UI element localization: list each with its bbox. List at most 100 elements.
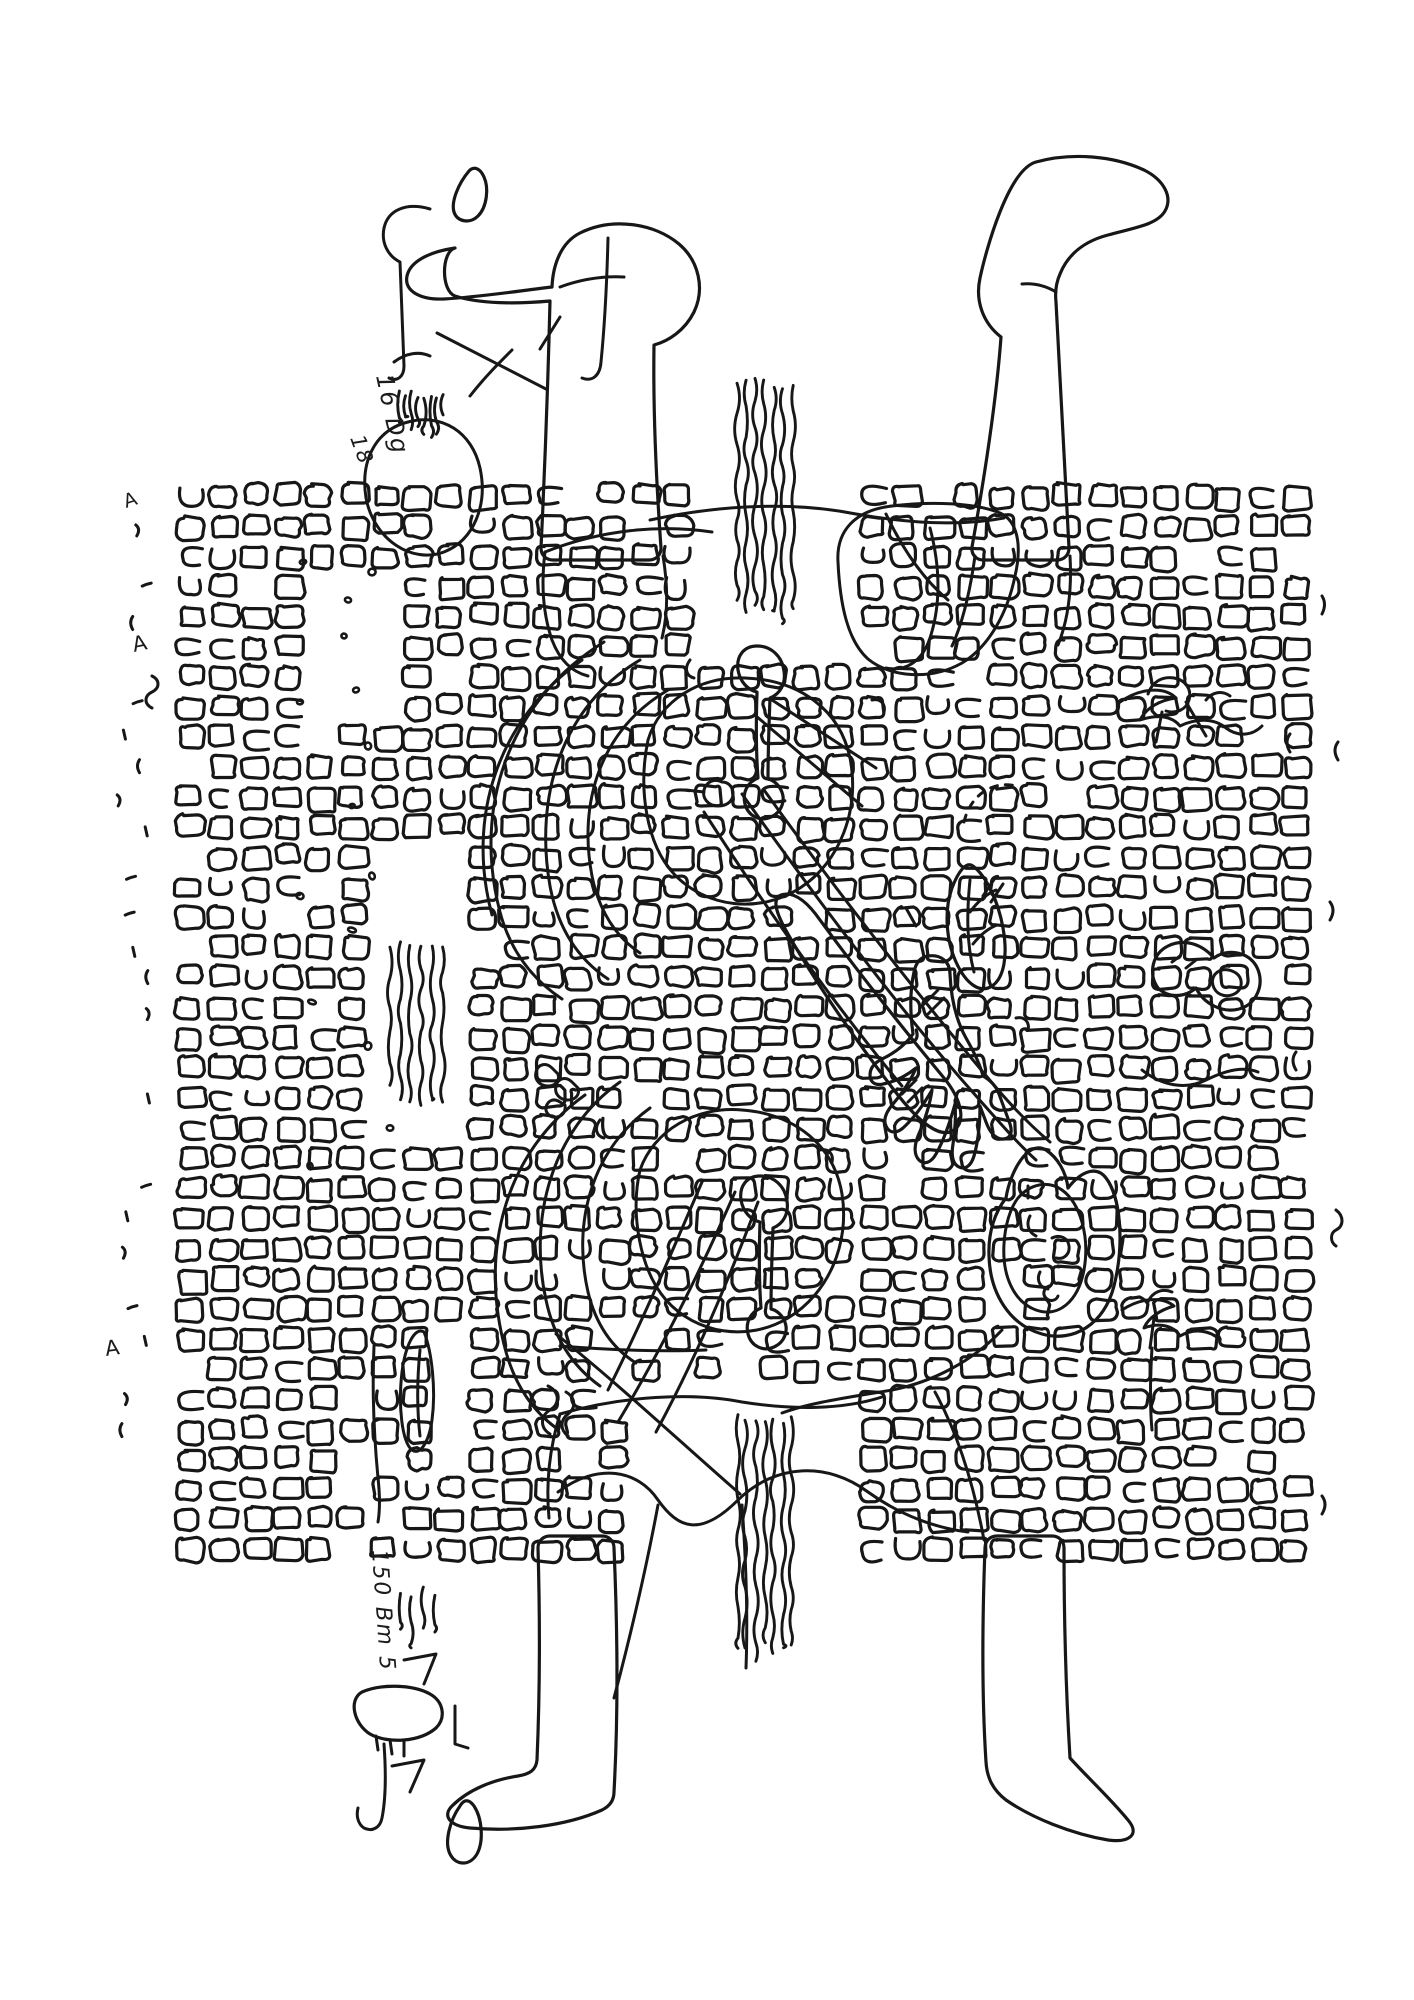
grid-cell [205,1355,237,1382]
grid-cell [240,1414,268,1439]
grid-cell [466,1268,498,1296]
grid-cell [174,514,206,543]
grid-cell [860,847,890,868]
grid-cell [1022,571,1055,598]
grid-cell [1118,812,1147,840]
grid-cell [1149,993,1181,1019]
grid-cell [206,815,234,841]
grid-cell [176,1327,206,1353]
grid-cell [1281,906,1313,934]
grid-cell [1181,1237,1209,1263]
grid-cell [1085,632,1119,655]
grid-cell [1117,1509,1148,1535]
grid-cell [923,728,952,750]
grid-cell [174,1535,206,1565]
grid-cell [1088,875,1118,898]
grid-cell [954,1025,981,1052]
heart-partial-cells [1026,1184,1071,1302]
grid-cell [828,694,855,720]
grid-cell [177,1054,206,1079]
teardrop-toe-top [451,166,489,223]
long-blade-2 [762,788,1052,1144]
grid-cell [1153,515,1182,538]
grid-cell [337,1294,364,1318]
grid-cell [1089,1328,1118,1355]
grid-cell [957,725,986,751]
grid-cell [1180,1476,1211,1502]
grid-cell [1215,635,1247,662]
long-blade-3 [702,810,904,1088]
grid-cell [1249,1264,1279,1292]
grid-cell [1150,1144,1181,1173]
grid-cell [1151,753,1180,780]
grid-cell [924,1324,954,1350]
grid-cell [1152,1505,1181,1529]
grid-cell [1119,512,1148,540]
grid-cell [955,967,987,994]
grid-cell [726,725,758,754]
grid-cell [276,1294,309,1324]
grid-cell [238,1116,268,1143]
grid-cell [763,1297,793,1320]
grid-cell [1118,635,1148,660]
bead-chain-1 [554,1332,742,1496]
scatter-dot [306,998,318,1006]
grid-cell [1246,872,1278,898]
grid-cell [1085,903,1114,927]
grid-cell [468,1027,499,1052]
hip-contour-1 [558,1395,884,1416]
grid-cell [662,993,692,1019]
grid-cell [241,845,273,872]
grid-cell [1019,1390,1049,1411]
grid-cell [531,1328,563,1354]
grid-cell [599,994,631,1021]
grid-cell [177,1389,205,1412]
grid-cell [466,726,498,749]
grid-cell [274,573,307,601]
grid-cell [244,1089,271,1107]
grid-cell [1120,785,1149,812]
scatter-dots [295,558,395,1171]
grid-cell [927,1508,957,1535]
grid-cell [535,783,569,807]
grid-cell [860,907,892,933]
grid-cell [823,752,855,778]
grid-cell [1085,1448,1117,1473]
crescent-1 [544,658,642,981]
grid-cell [467,1295,501,1320]
grid-cell [1053,606,1082,631]
grid-cell [1250,1537,1280,1563]
grid-cell [956,818,983,844]
grid-cell [760,1087,790,1113]
grid-cell [1214,1115,1245,1141]
grid-cell [596,874,623,901]
grid-cell [179,1120,206,1142]
grid-cell [1279,1539,1308,1563]
grid-cell [1283,1056,1312,1081]
grid-cell [1117,665,1145,688]
grid-cell [340,755,366,777]
grid-cell [1022,604,1049,628]
grid-cell [468,1210,492,1232]
grid-cell [210,601,242,628]
grid-cell [208,1506,240,1529]
grid-cell [1119,486,1148,509]
grid-cell [627,1027,655,1052]
grid-cell [536,963,565,989]
grid-cell [1250,934,1279,959]
grid-cell [825,964,853,988]
grid-cell [501,513,534,541]
grid-cell [502,786,533,813]
grid-cell [860,992,887,1017]
grid-cell [438,754,468,780]
grid-cell [1021,694,1051,717]
grid-cell [923,1203,955,1230]
grid-cell [336,1025,368,1049]
grid-cell [1282,1474,1314,1498]
grid-cell [1182,936,1214,962]
wave-line [433,396,441,436]
grid-cell [1218,903,1246,930]
grid-cell [241,636,267,661]
grid-cell [273,1174,306,1201]
grid-cell [174,1296,205,1324]
